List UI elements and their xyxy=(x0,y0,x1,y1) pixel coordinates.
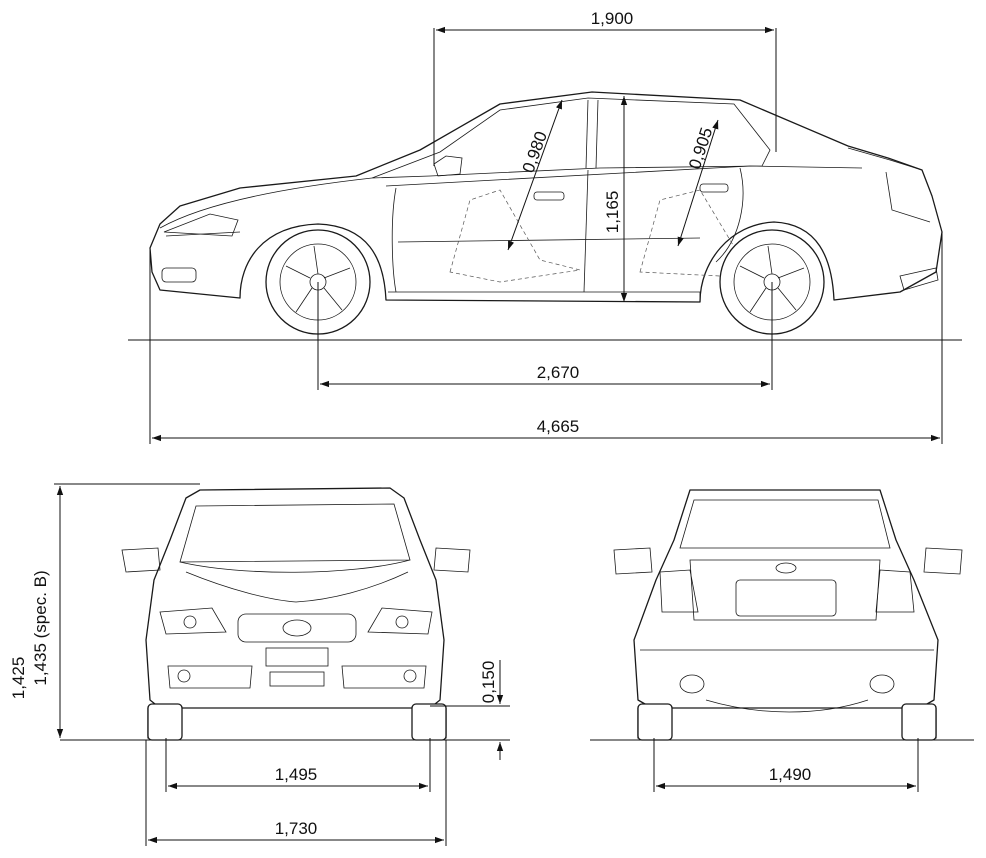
front-track-label: 1,495 xyxy=(275,765,318,784)
rear-headroom-dimension-line xyxy=(677,119,719,247)
front-grille xyxy=(237,613,357,643)
front-left-tire xyxy=(147,703,183,741)
front-headroom-label: 0,980 xyxy=(519,129,551,175)
front-right-tire xyxy=(411,703,447,741)
rear-window xyxy=(679,499,891,549)
rear-license-plate xyxy=(735,579,837,617)
overall-length-label: 4,665 xyxy=(537,417,580,436)
front-license-plate xyxy=(265,647,329,667)
wheelbase-label: 2,670 xyxy=(537,363,580,382)
rear-headroom-label: 0,905 xyxy=(685,125,716,171)
rear-right-tire xyxy=(901,703,937,741)
ground-clearance-label: 0,150 xyxy=(479,661,498,704)
right-exhaust xyxy=(869,674,895,694)
overall-height-label: 1,425 xyxy=(9,657,28,700)
left-exhaust xyxy=(679,674,705,694)
interior-height-label: 1,165 xyxy=(603,191,622,234)
rear-left-tire xyxy=(637,703,673,741)
roof-length-label: 1,900 xyxy=(591,9,634,28)
front-body-outline xyxy=(145,487,447,739)
front-view: 1,425 1,435 (spec. B) 0,150 1,495 1,730 xyxy=(9,483,510,846)
rear-view: 1,490 xyxy=(590,489,974,792)
rear-body-outline xyxy=(633,489,939,739)
side-view: 1,900 0,980 0,905 1,165 2,670 4,665 xyxy=(128,9,962,444)
overall-width-label: 1,730 xyxy=(275,819,318,838)
front-headroom-dimension-line xyxy=(507,99,563,251)
side-body-outline xyxy=(149,91,943,303)
front-windshield xyxy=(179,503,411,563)
rear-track-label: 1,490 xyxy=(769,765,812,784)
overall-height-spec-b-label: 1,435 (spec. B) xyxy=(31,570,50,685)
